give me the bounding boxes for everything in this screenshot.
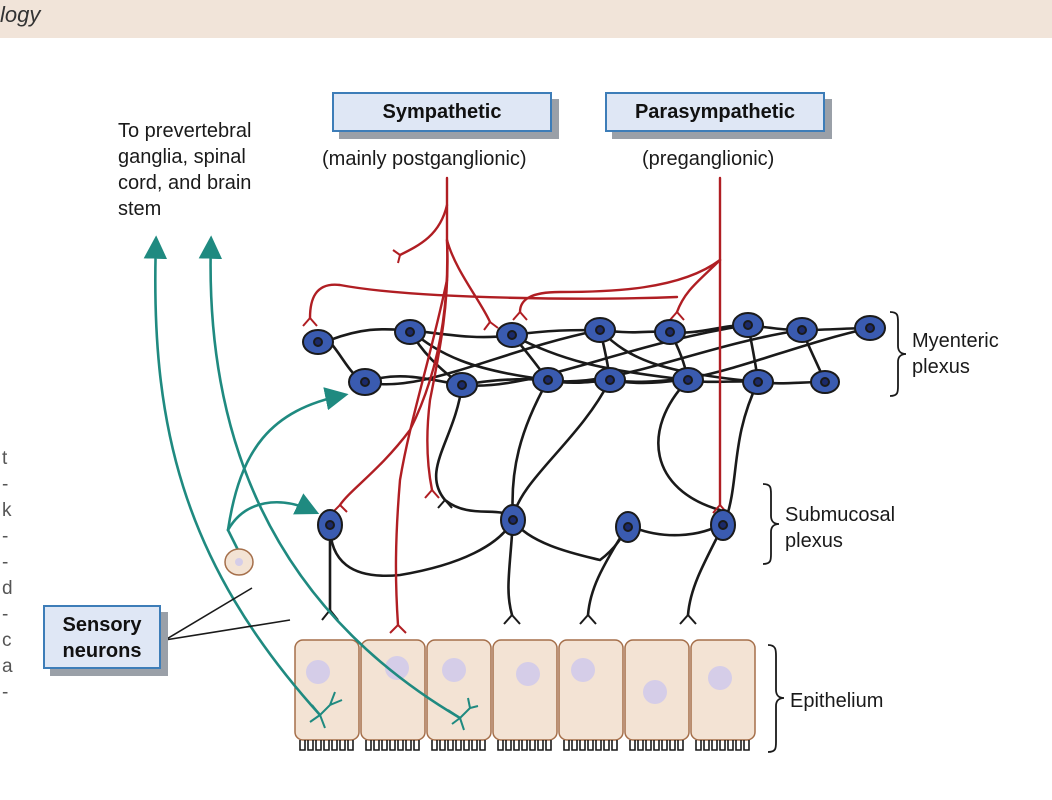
cut-char: -	[2, 474, 9, 495]
neuron-body	[500, 504, 526, 536]
epithelial-cell	[294, 639, 360, 741]
submucosal-neurons	[317, 504, 736, 543]
neuron-body	[317, 509, 343, 541]
neuron-body	[496, 322, 528, 348]
label-line: To prevertebral	[118, 120, 252, 142]
label-line: Submucosal	[785, 504, 896, 526]
neuron-body	[654, 319, 686, 345]
neuron-body	[446, 372, 478, 398]
label-line: cord, and brain	[118, 172, 252, 194]
neuron-body	[810, 370, 840, 394]
neuron-body	[854, 315, 886, 341]
submucosal-bracket	[762, 483, 780, 565]
neuron-body	[710, 509, 736, 541]
epithelial-cell	[426, 639, 492, 741]
myenteric-neurons	[302, 312, 886, 398]
label-line: Sensory	[62, 614, 142, 636]
parasympathetic-box: Parasympathetic	[605, 92, 825, 132]
cell-nucleus	[442, 658, 466, 682]
cell-nucleus	[571, 658, 595, 682]
epithelial-cell	[492, 639, 558, 741]
neuron-body	[615, 511, 641, 543]
epithelium-label: Epithelium	[790, 690, 884, 712]
cut-char: k	[2, 500, 12, 521]
cut-char: a	[2, 656, 13, 677]
sensory-neurons-box: Sensory neurons	[43, 605, 161, 669]
myenteric-plexus-label: Myenteric plexus	[912, 328, 999, 380]
sympathetic-box: Sympathetic	[332, 92, 552, 132]
neuron-body	[532, 367, 564, 393]
epithelial-cell	[558, 639, 624, 741]
label-line: neurons	[62, 640, 142, 662]
epithelial-nuclei	[306, 656, 732, 704]
neuron-body	[594, 367, 626, 393]
header-title: logy	[0, 2, 41, 27]
cut-char: t	[2, 448, 8, 469]
epithelium-bracket	[767, 644, 785, 753]
label-line: stem	[118, 198, 162, 220]
cut-char: -	[2, 604, 9, 625]
sensory-label-pointers	[164, 587, 291, 641]
fiber-terminals	[302, 249, 728, 634]
region-brackets	[762, 311, 907, 753]
cut-char: -	[2, 682, 9, 703]
neuron-body	[742, 369, 774, 395]
submucosal-plexus-label: Submucosal plexus	[785, 502, 895, 554]
enteric-neuron-fibers	[328, 323, 872, 617]
neuron-body	[302, 329, 334, 355]
sensory-endings	[309, 691, 479, 731]
cell-nucleus	[306, 660, 330, 684]
sympathetic-subtitle: (mainly postganglionic)	[322, 148, 527, 170]
epithelial-cell	[360, 639, 426, 741]
header-band: logy	[0, 0, 1052, 38]
prevertebral-label: To prevertebral ganglia, spinal cord, an…	[118, 118, 251, 222]
cut-char: -	[2, 552, 9, 573]
neuron-body	[394, 319, 426, 345]
microvilli	[299, 740, 750, 751]
neuron-body	[348, 368, 382, 396]
neuron-body	[672, 367, 704, 393]
label-line: plexus	[785, 530, 843, 552]
cell-nucleus	[516, 662, 540, 686]
label-line: ganglia, spinal	[118, 146, 246, 168]
cell-nucleus	[643, 680, 667, 704]
cut-char: -	[2, 526, 9, 547]
neuron-body	[584, 317, 616, 343]
cut-char: d	[2, 578, 13, 599]
neuron-body	[786, 317, 818, 343]
sensory-neuron-body	[224, 548, 254, 576]
label-line: Myenteric	[912, 330, 999, 352]
epithelium-cells	[294, 639, 756, 741]
myenteric-bracket	[889, 311, 907, 397]
sensory-fibers	[143, 235, 462, 720]
parasympathetic-subtitle: (preganglionic)	[642, 148, 775, 170]
neuron-body	[732, 312, 764, 338]
label-line: plexus	[912, 356, 970, 378]
epithelial-cell	[690, 639, 756, 741]
cell-nucleus	[385, 656, 409, 680]
cell-nucleus	[708, 666, 732, 690]
autonomic-fibers	[308, 176, 722, 627]
cut-char: c	[2, 630, 12, 651]
